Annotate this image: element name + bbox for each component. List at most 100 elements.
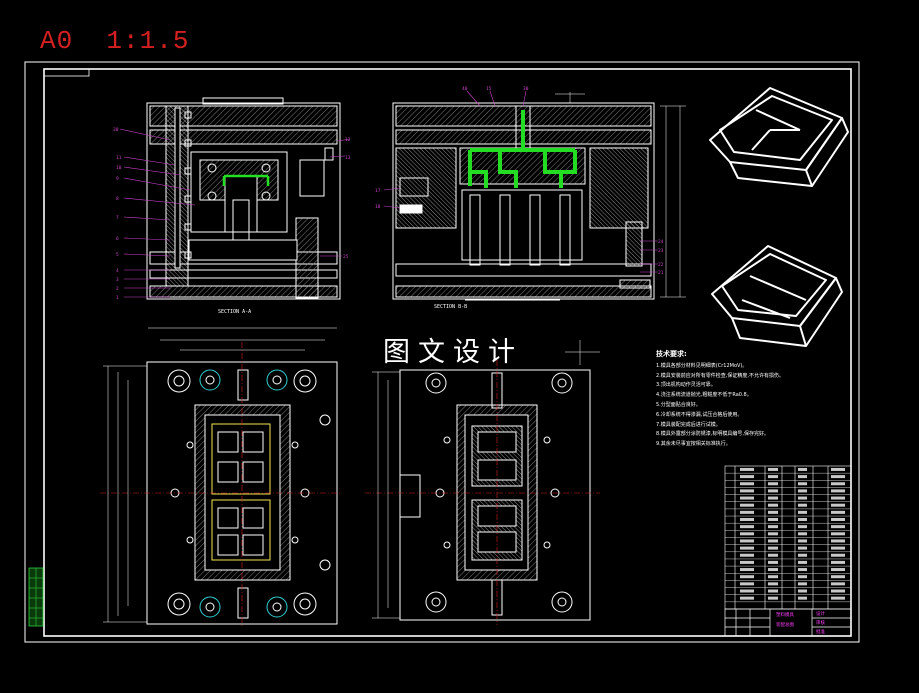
iso-view-open[interactable] [711,245,843,347]
iso-view-closed[interactable] [709,87,849,187]
bom-cell-text [740,489,754,493]
note-line: 4.浇注系统流道抛光,粗糙度不低于Ra0.8。 [656,392,752,399]
plan-left-dimensions [103,327,337,623]
bom-cell-text [740,575,754,579]
title-block-design: 设计 [816,612,825,617]
bom-cell-text [768,496,778,500]
title-block-subtitle: 装配总图 [776,623,794,628]
bom-cell-text [831,503,845,507]
plan-left-centerlines [100,342,340,628]
bom-cell-text [740,496,754,500]
bom-cell-text [798,582,807,586]
title-block-check: 审核 [816,621,825,626]
svg-text:40: 40 [462,86,468,92]
bom-cell-text [831,596,845,600]
bom-cell-text [768,589,778,593]
bom-cell-text [740,518,754,521]
bom-cell-text [831,589,845,593]
bom-cell-text [768,532,778,536]
svg-text:1: 1 [116,295,119,301]
bom-cell-text [768,575,778,579]
bom-cell-text [831,546,845,550]
margin-strip [28,567,44,627]
svg-text:3: 3 [116,277,119,283]
bom-cell-text [831,532,845,536]
svg-text:13: 13 [345,155,351,161]
svg-text:11: 11 [116,155,122,161]
bom-cell-text [740,525,754,529]
section-b-callouts: 40 15 30 17 18 24 23 22 21 [375,86,664,276]
bom-cell-text [831,575,845,579]
bom-cell-text [740,532,754,536]
bom-cell-text [798,482,807,486]
bom-cell-text [798,539,807,543]
svg-text:22: 22 [658,262,664,268]
bom-cell-text [798,532,807,536]
bom-cell-text [740,475,754,479]
bom-cell-text [768,546,778,550]
svg-text:25: 25 [343,254,349,260]
plan-view-right[interactable] [399,369,591,621]
title-block[interactable] [724,608,852,637]
bom-cell-text [740,546,754,550]
bom-cell-text [768,582,778,586]
bom-cell-text [768,510,778,514]
bom-cell-text [831,489,845,493]
bom-cell-text [831,496,845,500]
bom-cell-text [798,596,807,600]
runner-system [468,110,577,188]
svg-text:5: 5 [116,252,119,258]
bom-cell-text [831,582,845,586]
note-line: 5.分型面贴合良好。 [656,401,701,408]
section-a-label: SECTION A-A [218,309,251,315]
bom-cell-text [768,568,778,572]
bom-cell-text [740,596,754,600]
bom-cell-text [768,467,778,471]
bom-cell-text [831,525,845,529]
svg-text:10: 10 [116,165,122,171]
bom-cell-text [740,582,754,586]
bom-cell-text [768,475,778,479]
note-line: 8.模具外露部分涂防锈漆,标明模具编号,保存完好。 [656,431,769,438]
bom-rows [725,467,851,603]
title-block-name: 塑料模具 [776,613,794,618]
watermark-text: 图文设计 [383,337,523,368]
bom-cell-text [831,553,845,557]
svg-text:23: 23 [658,248,664,254]
bom-cell-text [831,560,845,564]
bom-cell-text [831,539,845,543]
plan-view-left[interactable] [146,361,338,625]
title-block-approve: 批准 [816,630,825,635]
note-line: 2.模具安装前应对所有零件检查,保证精度,不允许有损伤。 [656,372,784,379]
bom-cell-text [798,475,807,479]
bom-cell-text [798,589,807,593]
bom-cell-text [768,503,778,507]
section-b-view[interactable] [392,102,655,301]
bom-cell-text [768,489,778,493]
svg-text:2: 2 [116,286,119,292]
bom-cell-text [740,589,754,593]
section-a-callouts: 30 11 10 9 8 7 6 5 4 3 2 1 12 13 25 [113,127,351,301]
bom-cell-text [740,568,754,572]
svg-text:30: 30 [113,127,119,133]
bom-cell-text [740,553,754,557]
bom-cell-text [798,553,807,557]
svg-text:7: 7 [116,215,119,221]
svg-text:4: 4 [116,268,119,274]
section-a-view[interactable] [146,97,341,300]
bom-cell-text [798,467,807,471]
bom-cell-text [740,482,754,486]
plan-right-dimensions [372,340,600,619]
bom-cell-text [798,575,807,579]
note-line: 7.模具装配完成后进行试模。 [656,421,721,428]
technical-notes: 技术要求: 1.模具各部分材料见明细表(Cr12MoV)。 2.模具安装前应对所… [656,350,796,450]
svg-text:15: 15 [486,86,492,92]
bom-cell-text [798,503,807,507]
notes-title: 技术要求: [656,350,687,358]
bom-cell-text [768,525,778,529]
bom-cell-text [740,539,754,543]
bom-cell-text [798,510,807,514]
bom-cell-text [798,518,807,521]
